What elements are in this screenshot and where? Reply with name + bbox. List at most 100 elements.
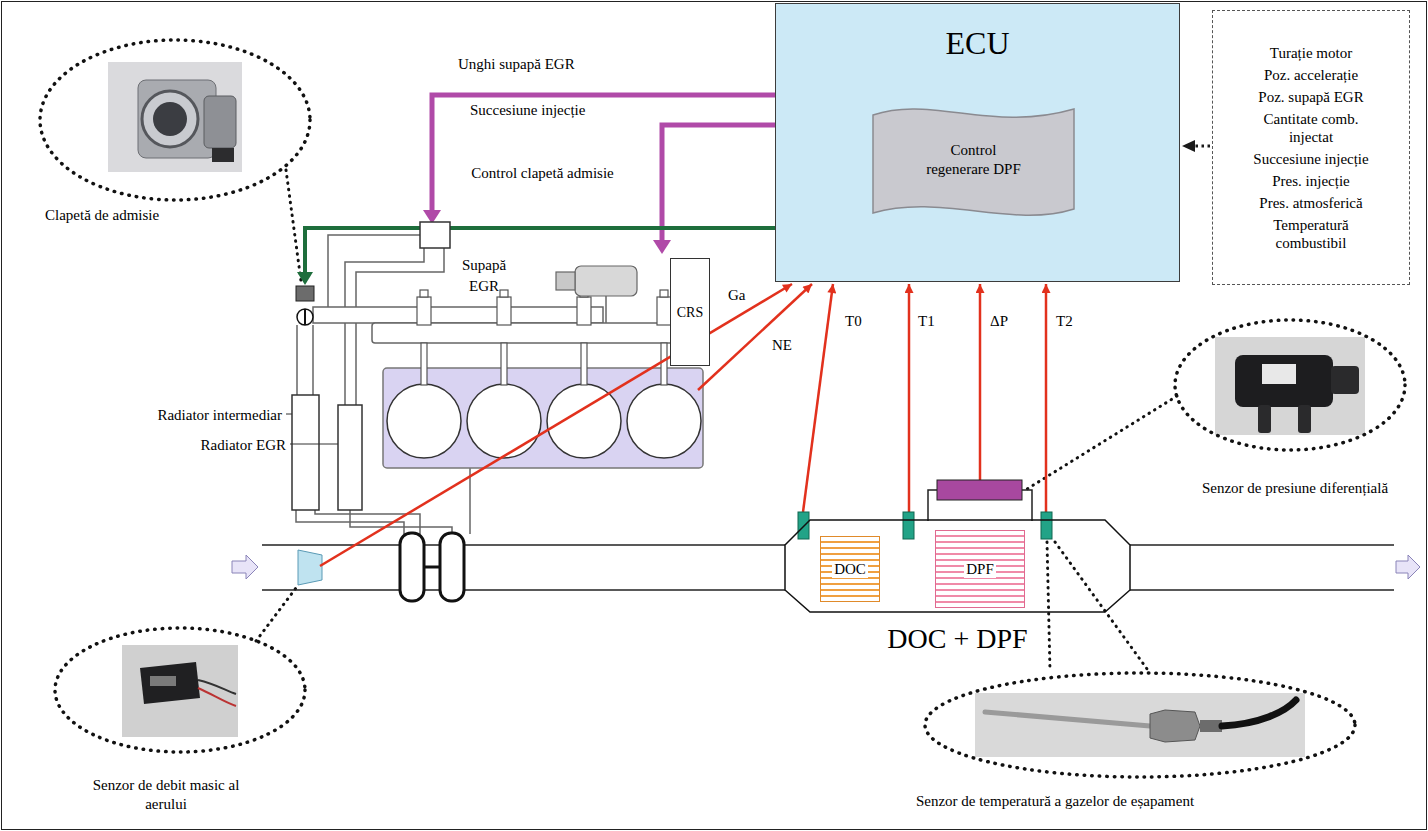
throttle-photo [108, 62, 242, 172]
input-signal: Succesiune injecție [1253, 150, 1368, 168]
callout-leader [286, 170, 301, 281]
signal-name: T1 [918, 312, 935, 330]
mass-air-flow-photo [198, 688, 236, 706]
input-list-box: Turație motorPoz. accelerațiePoz. supapă… [1212, 10, 1410, 285]
cylinder [627, 384, 701, 458]
signal-label: Control clapetă admisie [470, 163, 615, 184]
signal-label: Unghi supapă EGR [458, 55, 575, 73]
egr-cooler [338, 405, 362, 510]
document-shape [873, 109, 1074, 215]
exhaust-pipe [1130, 589, 1394, 591]
signal-name: T0 [845, 312, 862, 330]
arrowhead [1182, 140, 1195, 152]
callout-ellipse [925, 673, 1355, 777]
housing-title: DOC + DPF [887, 622, 1027, 656]
cylinder [467, 384, 541, 458]
document-shape [871, 101, 1076, 219]
text-group: Control regenerare DPF [871, 101, 1076, 219]
connector [1182, 140, 1210, 152]
crs-box: CRS [670, 258, 710, 366]
callout-leader [1027, 396, 1177, 489]
fuel-rail [372, 323, 697, 343]
callout-ellipse [1175, 320, 1405, 450]
document-box: Control regenerare DPF [871, 101, 1076, 219]
text-group: DOC + DPF [785, 622, 1130, 656]
intercooler [292, 395, 319, 510]
pressure-sensor-photo [1215, 337, 1365, 435]
fuel-pump [556, 266, 637, 296]
throttle-photo [108, 62, 242, 172]
exhaust-pipe [262, 544, 785, 546]
callout-leader [1047, 542, 1050, 671]
leader-line [290, 444, 338, 445]
injector [661, 343, 667, 385]
injector [417, 297, 431, 325]
input-signal: Turație motor [1270, 44, 1352, 62]
air-piping [605, 296, 607, 323]
box-label: CRS [677, 304, 703, 321]
temperature-sensor [1041, 512, 1052, 539]
signal-label: Succesiune injecție [470, 102, 585, 119]
mass-air-flow-photo [122, 645, 238, 737]
pressure-sensor-photo [1262, 364, 1296, 384]
throttle-symbol [297, 309, 313, 325]
mass-air-flow-photo [140, 662, 200, 704]
flow-arrow [232, 555, 258, 579]
callout-leader [256, 584, 299, 641]
pressure-sensor-photo [1215, 337, 1365, 435]
injector [501, 343, 507, 385]
injector [657, 297, 671, 325]
mass-air-flow-photo [122, 645, 238, 737]
cylinder [547, 384, 621, 458]
throttle-photo [142, 91, 198, 147]
pressure-sensor-photo [1298, 405, 1311, 433]
aftertreatment-housing: DOC + DPFDOC DPF [785, 510, 1130, 662]
part-label: Clapetă de admisie [45, 206, 159, 224]
dpf-element: DPF [935, 530, 1025, 608]
injector [500, 290, 508, 297]
injector [421, 343, 427, 385]
fuel-pump [556, 272, 575, 290]
injector [497, 297, 511, 325]
callout-ellipse [55, 628, 305, 752]
exhaust-pipe [1130, 544, 1394, 546]
connector-line [1194, 145, 1210, 148]
flow-arrow [1396, 555, 1420, 579]
air-piping [296, 325, 298, 395]
temperature-sensor-photo [985, 712, 1150, 726]
callout-label: Senzor de temperatură a gazelor de eșapa… [870, 792, 1240, 810]
injector [581, 343, 587, 385]
signal-line [698, 284, 812, 390]
temperature-sensor-photo [975, 693, 1305, 757]
pressure-sensor-photo [1235, 355, 1333, 407]
signal-line [979, 284, 982, 480]
signal-line [908, 284, 911, 512]
housing-shape [785, 520, 1130, 612]
turbo-shaft [424, 566, 440, 569]
air-piping [328, 235, 420, 307]
box-label: DPF [964, 561, 996, 578]
air-piping [312, 325, 314, 395]
signal-line [1045, 284, 1048, 512]
temperature-sensor [903, 512, 914, 539]
mass-air-flow-photo [150, 676, 176, 686]
injector [577, 297, 591, 325]
input-signal: Pres. atmosferică [1259, 194, 1362, 212]
text-group: ECU [776, 24, 1179, 62]
egr-valve [420, 222, 450, 248]
injector [660, 290, 668, 297]
fuel-pump [575, 266, 637, 296]
input-signal: Cantitate comb. injectat [1241, 110, 1381, 146]
text-group: DOC [821, 537, 879, 601]
pressure-sensor-photo [1258, 405, 1271, 433]
part-label: Radiator EGR [201, 436, 286, 454]
mass-air-flow-sensor [298, 550, 322, 585]
control-arrowhead [297, 272, 313, 285]
leader-line [286, 414, 292, 415]
cylinder [387, 384, 461, 458]
air-piping [350, 510, 452, 534]
signal-name: T2 [1056, 312, 1073, 330]
throttle-symbol [304, 309, 306, 325]
differential-pressure-sensor [937, 480, 1022, 500]
part-label: Supapă EGR [448, 255, 520, 297]
